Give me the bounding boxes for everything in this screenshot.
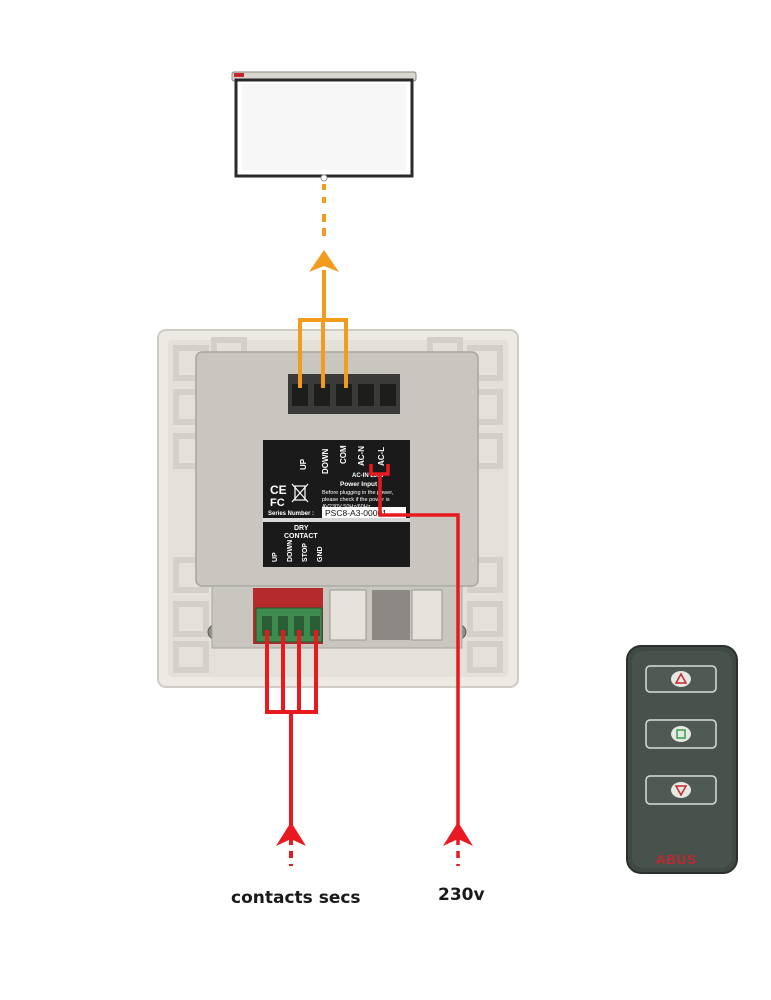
product-label: UP DOWN COM AC-N AC-L AC-IN 230V Power I…	[263, 440, 410, 567]
power-note-2: please check if the power is	[322, 497, 390, 503]
dry-contact-label-down: DOWN	[287, 540, 294, 562]
screen-wiring	[298, 184, 348, 388]
projector-screen	[231, 71, 417, 182]
dry-contact-label-up: UP	[272, 552, 279, 562]
dry-contact-label-gnd: GND	[317, 546, 324, 562]
power-arrow-icon	[443, 822, 473, 846]
down-arrow-icon	[674, 785, 688, 797]
fc-mark: FC	[270, 497, 285, 509]
series-number-label: Series Number :	[268, 511, 314, 517]
power-note-1: Before plugging in the power,	[322, 490, 394, 496]
terminal-label-down: DOWN	[321, 448, 330, 474]
remote-stop-button[interactable]	[645, 719, 717, 749]
dry-contact-title-1: DRY	[294, 525, 309, 532]
contacts-wiring	[265, 630, 318, 866]
terminal-label-up: UP	[299, 458, 308, 470]
remote-brand-logo: ABUS	[656, 852, 697, 867]
contacts-caption: contacts secs	[231, 888, 361, 908]
remote-up-button[interactable]	[645, 665, 717, 693]
up-arrow-icon	[674, 672, 688, 684]
screen-arrow-icon	[309, 250, 339, 272]
terminal-label-ac-n: AC-N	[357, 446, 366, 466]
dry-contact-title-2: CONTACT	[284, 533, 318, 540]
dry-contact-label-stop: STOP	[302, 543, 309, 562]
power-wiring	[369, 464, 460, 866]
series-number: PSC8-A3-00001	[325, 508, 387, 518]
stop-square-icon	[676, 729, 686, 739]
remote-down-button[interactable]	[645, 775, 717, 805]
terminal-label-ac-l: AC-L	[377, 447, 386, 466]
contacts-arrow-icon	[276, 822, 306, 846]
power-input-title: Power Input	[340, 481, 378, 488]
ce-mark: CE	[270, 483, 287, 497]
terminal-label-com: COM	[339, 445, 348, 464]
voltage-tag: AC-IN 230V	[352, 473, 384, 479]
remote-control: ABUS	[626, 645, 738, 874]
power-caption: 230v	[438, 885, 485, 905]
weee-bin-icon	[291, 483, 309, 503]
